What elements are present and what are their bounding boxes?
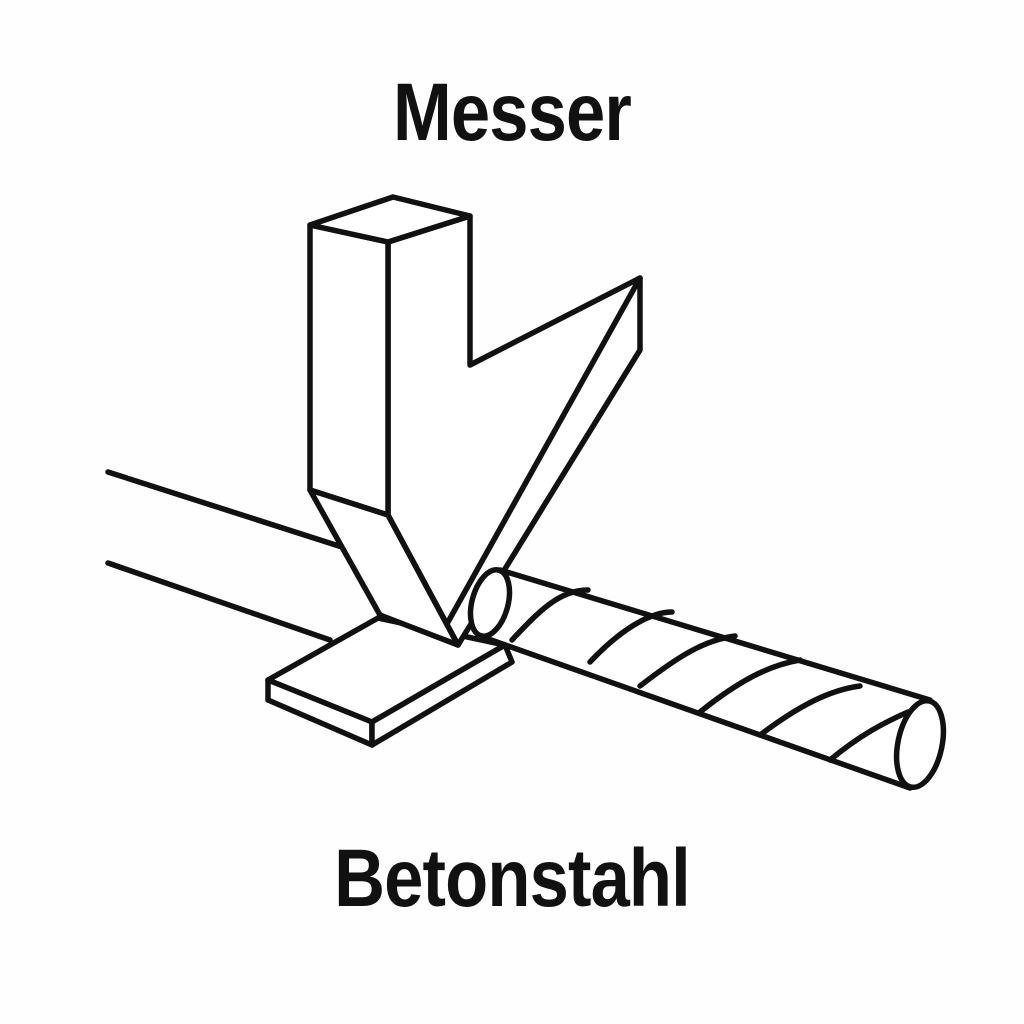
rebar-label: Betonstahl [334, 833, 691, 924]
rebar-right-end [893, 697, 947, 791]
rail-line-lower [105, 560, 333, 643]
rebar-rib [509, 587, 591, 643]
rebar-left-end [467, 567, 513, 639]
base-plate-side [369, 642, 515, 748]
rebar-rib [827, 709, 911, 763]
rebar-rib [637, 633, 738, 689]
rail-line-upper [105, 469, 348, 551]
knife-blade-edge [445, 275, 643, 625]
knife-top-face [307, 194, 473, 245]
rebar [467, 567, 947, 791]
rebar-rib [757, 683, 863, 738]
base-plate [265, 615, 515, 748]
knife [307, 194, 643, 648]
knife-wedge-edge [385, 512, 461, 648]
rail-lines [105, 469, 348, 643]
rebar-rib [697, 657, 803, 715]
rebar-ribs [509, 587, 911, 763]
knife-front-face [307, 222, 391, 518]
knife-label: Messer [393, 67, 632, 158]
rebar-rib [587, 609, 675, 665]
